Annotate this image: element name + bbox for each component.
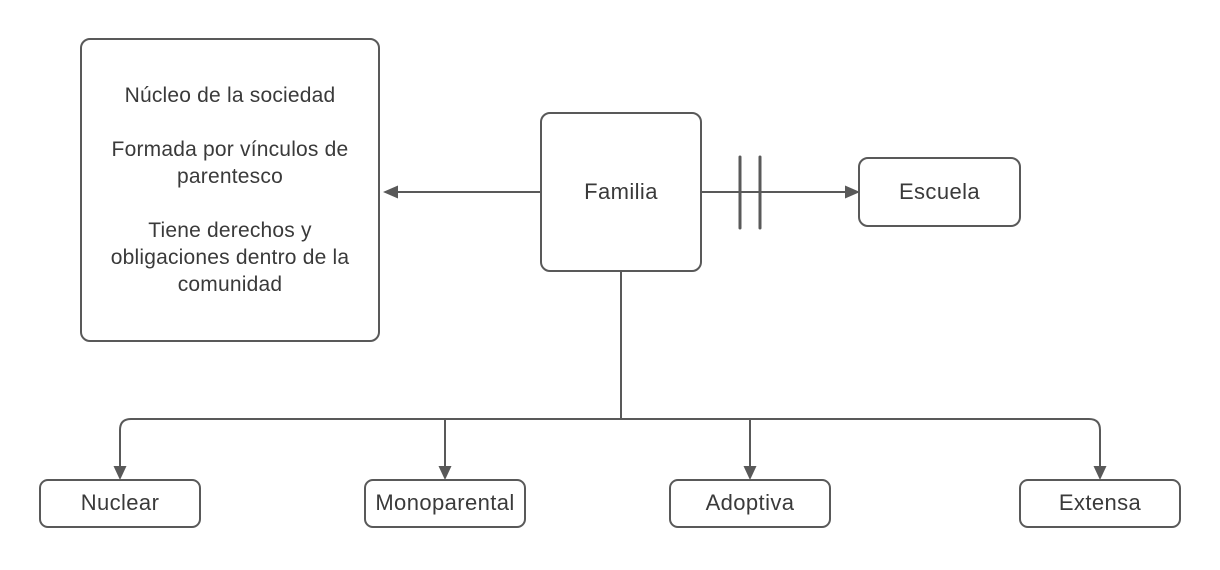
node-nuclear: Nuclear	[39, 479, 201, 528]
node-adoptiva: Adoptiva	[669, 479, 831, 528]
description-paragraph: Núcleo de la sociedad	[124, 84, 336, 107]
connector-familia-types	[113, 272, 1107, 480]
connector-familia-escuela	[702, 155, 860, 230]
arrowhead-down-extensa-icon	[1093, 466, 1107, 480]
node-escuela: Escuela	[858, 157, 1021, 227]
description-paragraph: Formada por vínculos de parentesco	[111, 138, 349, 188]
node-nuclear-label: Nuclear	[80, 490, 160, 516]
connector-familia-description	[383, 185, 540, 199]
arrowhead-down-nuclear-icon	[113, 466, 127, 480]
arrowhead-left-icon	[383, 185, 398, 199]
node-extensa: Extensa	[1019, 479, 1181, 528]
node-familia: Familia	[540, 112, 702, 272]
arrowhead-right-icon	[845, 185, 860, 199]
node-adoptiva-label: Adoptiva	[705, 490, 795, 516]
barrier-double-slash-icon	[738, 155, 762, 230]
node-familia-label: Familia	[584, 178, 658, 204]
description-paragraph: Tiene derechos y obligaciones dentro de …	[110, 219, 350, 296]
description-box: Núcleo de la sociedad Formada por víncul…	[80, 38, 380, 342]
arrowhead-down-monoparental-icon	[438, 466, 452, 480]
arrowhead-down-adoptiva-icon	[743, 466, 757, 480]
node-escuela-label: Escuela	[898, 178, 981, 204]
node-extensa-label: Extensa	[1058, 490, 1142, 516]
node-monoparental-label: Monoparental	[375, 490, 515, 516]
node-monoparental: Monoparental	[364, 479, 526, 528]
